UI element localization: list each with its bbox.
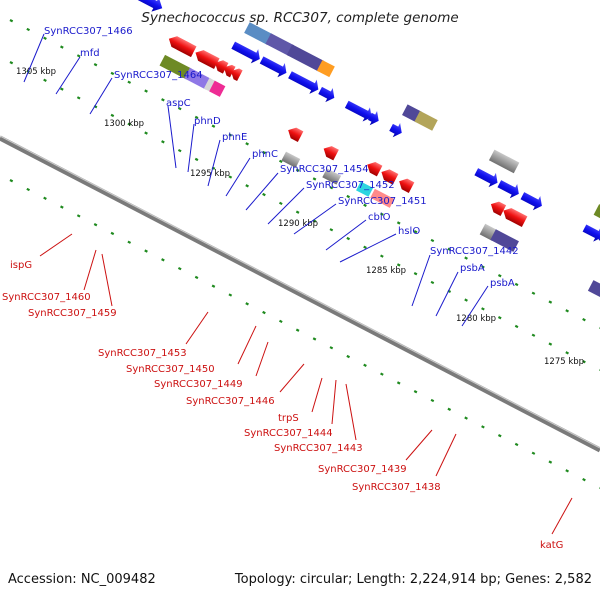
gene-label[interactable]: SynRCC307_1453	[98, 348, 187, 359]
tick-label: 1295 kbp	[190, 169, 230, 179]
gene-label[interactable]: SynRCC307_1464	[114, 70, 203, 81]
gene-reverse[interactable]	[221, 62, 236, 78]
gene-reverse[interactable]	[501, 205, 528, 228]
gene-label[interactable]: SynRCC307_1451	[338, 196, 427, 207]
gene-forward[interactable]	[80, 0, 165, 15]
gene-label[interactable]: mfd	[80, 48, 100, 59]
reverse-genes	[166, 33, 528, 228]
gene-label[interactable]: SynRCC307_1442	[430, 246, 519, 257]
accession-text: Accession: NC_009482	[8, 572, 156, 587]
feature-grey[interactable]	[281, 151, 301, 168]
feature-olive[interactable]	[593, 204, 600, 229]
gene-reverse[interactable]	[364, 159, 383, 177]
feature-purple[interactable]	[490, 229, 519, 252]
gene-forward[interactable]	[316, 83, 338, 105]
gene-forward[interactable]	[473, 165, 502, 190]
gene-forward[interactable]	[366, 109, 382, 128]
gene-forward[interactable]	[581, 221, 600, 244]
feature-orange[interactable]	[316, 60, 335, 78]
feature-steel[interactable]	[244, 22, 273, 45]
feature-olive[interactable]	[159, 54, 192, 80]
feature-grey[interactable]	[488, 149, 520, 174]
feature-lightgrey[interactable]	[203, 77, 217, 93]
gene-forward[interactable]	[519, 189, 546, 213]
gene-label[interactable]: SynRCC307_1443	[274, 443, 363, 454]
feature-grey[interactable]	[322, 168, 342, 185]
gene-label[interactable]: psbA	[490, 278, 515, 289]
gene-label[interactable]: SynRCC307_1450	[126, 364, 215, 375]
gene-forward[interactable]	[230, 38, 264, 66]
gene-label[interactable]: hslO	[398, 226, 420, 237]
gene-label[interactable]: phnE	[222, 132, 247, 143]
feature-purple[interactable]	[286, 44, 325, 72]
gene-label[interactable]: SynRCC307_1444	[244, 428, 333, 439]
gene-label[interactable]: SynRCC307_1446	[186, 396, 275, 407]
gene-reverse[interactable]	[379, 167, 399, 185]
gene-reverse[interactable]	[212, 57, 229, 74]
gene-label[interactable]: phnD	[194, 116, 221, 127]
gene-label[interactable]: SynRCC307_1438	[352, 482, 441, 493]
gene-label[interactable]: SynRCC307_1459	[28, 308, 117, 319]
gene-reverse[interactable]	[396, 176, 415, 193]
gene-label[interactable]: SynRCC307_1460	[2, 292, 91, 303]
gene-label[interactable]: SynRCC307_1452	[306, 180, 395, 191]
gene-label[interactable]: SynRCC307_1449	[154, 379, 243, 390]
gene-reverse[interactable]	[321, 143, 339, 161]
gene-reverse[interactable]	[228, 66, 243, 82]
gene-reverse[interactable]	[285, 125, 304, 142]
kbp-ticks: 1305 kbp 1300 kbp 1295 kbp 1290 kbp 1285…	[16, 67, 584, 367]
feature-purple[interactable]	[265, 33, 295, 56]
genome-summary-text: Topology: circular; Length: 2,224,914 bp…	[234, 572, 592, 587]
gene-forward[interactable]	[343, 97, 375, 124]
gene-reverse[interactable]	[166, 33, 197, 58]
feature-khaki[interactable]	[414, 110, 438, 131]
gene-label[interactable]: phnC	[252, 149, 278, 160]
gene-reverse[interactable]	[193, 47, 220, 70]
feature-magenta[interactable]	[209, 80, 226, 97]
gene-label[interactable]: SynRCC307_1439	[318, 464, 407, 475]
gene-forward[interactable]	[496, 177, 523, 201]
gene-label[interactable]: ispG	[10, 260, 32, 271]
genome-backbone	[0, 135, 600, 453]
gene-forward[interactable]	[387, 120, 405, 140]
feature-cyan[interactable]	[356, 181, 374, 197]
gene-label[interactable]: psbA	[460, 263, 485, 274]
tick-label: 1290 kbp	[278, 219, 318, 229]
genome-title: Synechococcus sp. RCC307, complete genom…	[141, 10, 459, 26]
forward-gene-labels: SynRCC307_1466 mfd SynRCC307_1464 aspC p…	[23, 26, 519, 327]
gene-forward[interactable]	[258, 53, 290, 80]
tick-label: 1275 kbp	[544, 357, 584, 367]
reverse-gene-labels: ispG SynRCC307_1460 SynRCC307_1459 SynRC…	[2, 233, 573, 551]
feature-lavender[interactable]	[184, 67, 212, 90]
tick-label: 1285 kbp	[366, 266, 406, 276]
gene-label[interactable]: SynRCC307_1466	[44, 26, 133, 37]
gene-reverse[interactable]	[488, 199, 507, 216]
tick-label: 1305 kbp	[16, 67, 56, 77]
gene-label[interactable]: SynRCC307_1454	[280, 164, 369, 175]
feature-pink[interactable]	[370, 188, 395, 208]
gene-label[interactable]: cbiO	[368, 212, 391, 223]
feature-purple[interactable]	[587, 280, 600, 310]
tick-label: 1280 kbp	[456, 314, 496, 324]
gene-forward[interactable]	[286, 68, 322, 97]
forward-genes	[80, 0, 600, 277]
gene-label[interactable]: aspC	[166, 98, 191, 109]
gene-label[interactable]: trpS	[278, 413, 299, 424]
gene-label[interactable]: katG	[540, 540, 563, 551]
tick-label: 1300 kbp	[104, 119, 144, 129]
